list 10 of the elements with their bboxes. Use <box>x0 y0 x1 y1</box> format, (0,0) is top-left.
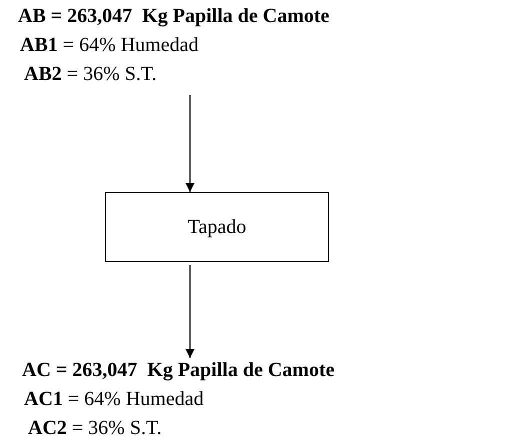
stream-heading: AB = 263,047 Kg Papilla de Camote <box>18 4 330 28</box>
process-box <box>105 192 329 262</box>
stream-property: AC2 = 36% S.T. <box>28 416 162 440</box>
stream-heading: AC = 263,047 Kg Papilla de Camote <box>22 358 334 382</box>
stream-property: AB2 = 36% S.T. <box>24 62 157 86</box>
arrow <box>186 265 194 358</box>
stream-property: AC1 = 64% Humedad <box>24 387 204 411</box>
stream-property: AB1 = 64% Humedad <box>20 33 198 57</box>
process-label: Tapado <box>188 216 246 238</box>
arrow <box>186 95 194 192</box>
